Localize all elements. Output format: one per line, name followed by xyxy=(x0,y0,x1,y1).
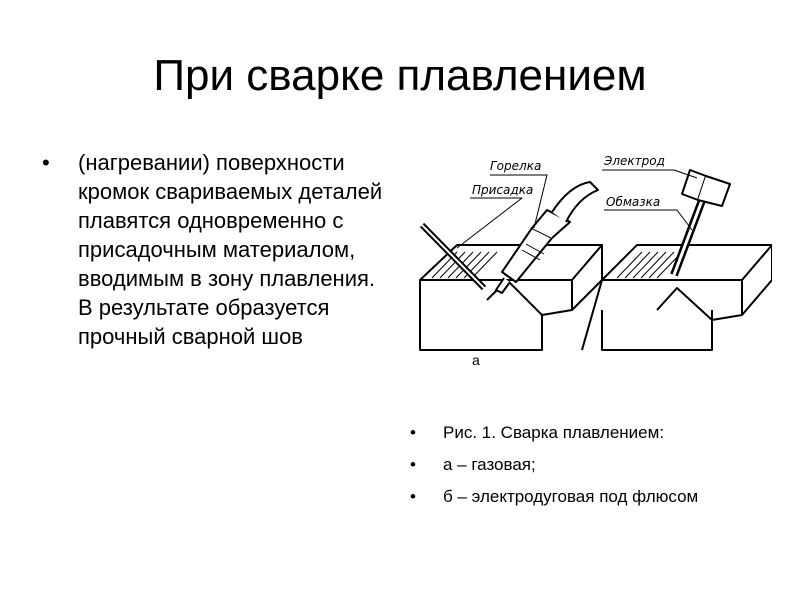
bullet-icon: • xyxy=(410,455,416,474)
arc-welding-workpiece xyxy=(581,244,772,351)
bullet-icon: • xyxy=(410,487,416,506)
electrode xyxy=(670,169,731,277)
body-bullet-item: • (нагревании) поверхности кромок сварив… xyxy=(40,148,390,351)
welding-illustration: Горелка Присадка Электрод Обмазка xyxy=(419,154,772,351)
body-text: (нагревании) поверхности кромок сваривае… xyxy=(78,150,383,349)
electrode-label: Электрод xyxy=(603,154,665,168)
caption-item: • Рис. 1. Сварка плавлением: xyxy=(410,422,740,444)
filler-rod xyxy=(419,222,487,291)
caption-list: • Рис. 1. Сварка плавлением: • а – газов… xyxy=(410,422,740,518)
caption-item: • б – электродуговая под флюсом xyxy=(410,486,740,508)
torch-label: Горелка xyxy=(490,159,541,173)
caption-text: а – газовая; xyxy=(443,455,536,474)
bullet-icon: • xyxy=(42,150,50,175)
caption-text: б – электродуговая под флюсом xyxy=(443,487,699,506)
caption-text: Рис. 1. Сварка плавлением: xyxy=(443,423,665,442)
bullet-icon: • xyxy=(410,423,416,442)
body-bullet-list: • (нагревании) поверхности кромок сварив… xyxy=(40,148,390,351)
figure-sublabel: а xyxy=(472,352,480,368)
torch xyxy=(495,181,599,294)
caption-item: • а – газовая; xyxy=(410,454,740,476)
slide-title: При сварке плавлением xyxy=(153,51,647,100)
coating-label: Обмазка xyxy=(606,195,660,209)
filler-label: Присадка xyxy=(472,183,533,197)
